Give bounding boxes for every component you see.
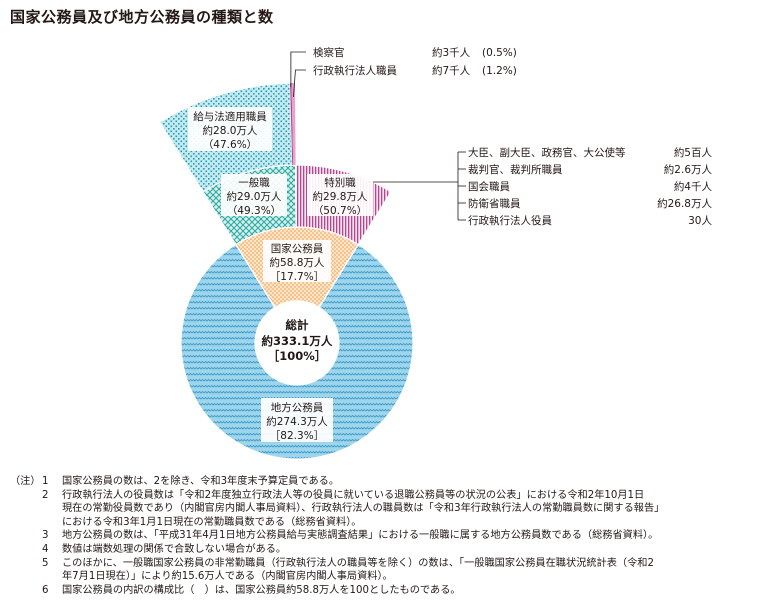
- note-text: このほかに、一般職国家公務員の非常勤職員（行政執行法人の職員等を除く）の数は、「…: [62, 557, 654, 583]
- kensatsu-name: 検察官: [313, 46, 345, 59]
- outer-slice-kensatsu: [290, 83, 294, 166]
- center-hole: [255, 301, 339, 385]
- kensatsu-pct: (0.5%): [482, 47, 517, 59]
- special-item-value: 約5百人: [674, 146, 713, 159]
- note-text: 地方公務員の数は、「平成31年4月1日地方公務員給与実態調査結果」における一般職…: [62, 530, 659, 542]
- note-number: 2: [42, 489, 49, 501]
- special-label-bg: [307, 174, 373, 216]
- note-4: 4 数値は端数処理の関係で合致しない場合がある。: [10, 543, 755, 557]
- note-number: 1: [42, 476, 49, 487]
- kyuyo-label-name: 給与法適用職員: [193, 110, 267, 123]
- note-text: 数値は端数処理の関係で合致しない場合がある。: [62, 543, 287, 555]
- special-item-name: 行政執行法人役員: [468, 214, 552, 227]
- note-2: 2 行政執行法人の役員数は「令和2年度独立行政法人等の役員に就いている退職公務員…: [10, 489, 755, 530]
- gyosei-name: 行政執行法人職員: [313, 64, 397, 77]
- note-number: 4: [42, 543, 49, 555]
- note-text: 国家公務員の数は、2を除き、令和3年度末予算定員である。: [62, 476, 340, 487]
- local-label-pct: ［82.3%］: [270, 430, 324, 442]
- note-text: 国家公務員の内訳の構成比（ ）は、国家公務員約58.8万人を100としたものであ…: [62, 584, 461, 596]
- national-label-value: 約58.8万人: [270, 256, 325, 269]
- special-item-value: 30人: [688, 215, 712, 227]
- note-1: （注） 1 国家公務員の数は、2を除き、令和3年度末予算定員である。: [10, 475, 755, 489]
- note-number: 5: [42, 557, 49, 569]
- special-item-value: 約4千人: [674, 180, 713, 193]
- local-label-value: 約274.3万人: [266, 415, 328, 428]
- gyosei-pct: (1.2%): [482, 65, 517, 77]
- special-label-name: 特別職: [324, 177, 356, 189]
- note-3: 3 地方公務員の数は、「平成31年4月1日地方公務員給与実態調査結果」における一…: [10, 529, 755, 543]
- national-label-pct: ［17.7%］: [270, 271, 324, 283]
- notes: （注） 1 国家公務員の数は、2を除き、令和3年度末予算定員である。 2 行政執…: [10, 475, 755, 597]
- national-label-bg: [263, 240, 331, 282]
- general-label-pct: （49.3%）: [227, 205, 281, 217]
- special-item-value: 約26.8万人: [657, 197, 712, 210]
- special-item-name: 裁判官、裁判所職員: [468, 163, 563, 176]
- notes-prefix: （注）: [10, 476, 41, 487]
- total-pct: ［100%］: [268, 349, 327, 363]
- kyuyo-label-value: 約28.0万人: [203, 124, 258, 137]
- special-item-value: 約2.6万人: [664, 163, 713, 176]
- gyosei-value: 約7千人: [432, 64, 471, 77]
- outer-slice-gyosei: [291, 83, 296, 166]
- leader-gyosei: [293, 69, 306, 98]
- kyuyo-label-pct: （47.6%）: [203, 139, 257, 151]
- general-label-bg: [221, 174, 287, 216]
- national-label-name: 国家公務員: [271, 242, 324, 255]
- total-value: 約333.1万人: [262, 334, 333, 348]
- page-title: 国家公務員及び地方公務員の種類と数: [10, 8, 274, 26]
- local-label-name: 地方公務員: [271, 401, 324, 414]
- kyuyo-label-bg: [188, 107, 272, 151]
- special-label-value: 約29.8万人: [313, 190, 368, 203]
- local-label-bg: [261, 398, 333, 442]
- general-label-value: 約29.0万人: [227, 190, 282, 203]
- note-5: 5 このほかに、一般職国家公務員の非常勤職員（行政執行法人の職員等を除く）の数は…: [10, 557, 755, 584]
- note-6: 6 国家公務員の内訳の構成比（ ）は、国家公務員約58.8万人を100としたもの…: [10, 584, 755, 598]
- special-item-name: 国会職員: [468, 180, 510, 193]
- general-label-name: 一般職: [238, 176, 270, 189]
- note-text: 行政執行法人の役員数は「令和2年度独立行政法人等の役員に就いている退職公務員等の…: [62, 489, 665, 528]
- total-label: 総計: [286, 318, 309, 332]
- special-item-name: 防衛省職員: [468, 197, 521, 210]
- note-number: 3: [42, 530, 49, 542]
- kensatsu-value: 約3千人: [432, 46, 471, 59]
- note-number: 6: [42, 584, 49, 596]
- special-label-pct: （50.7%）: [313, 205, 367, 217]
- special-item-name: 大臣、副大臣、政務官、大公使等: [468, 146, 626, 159]
- leader-kensatsu: [290, 51, 306, 88]
